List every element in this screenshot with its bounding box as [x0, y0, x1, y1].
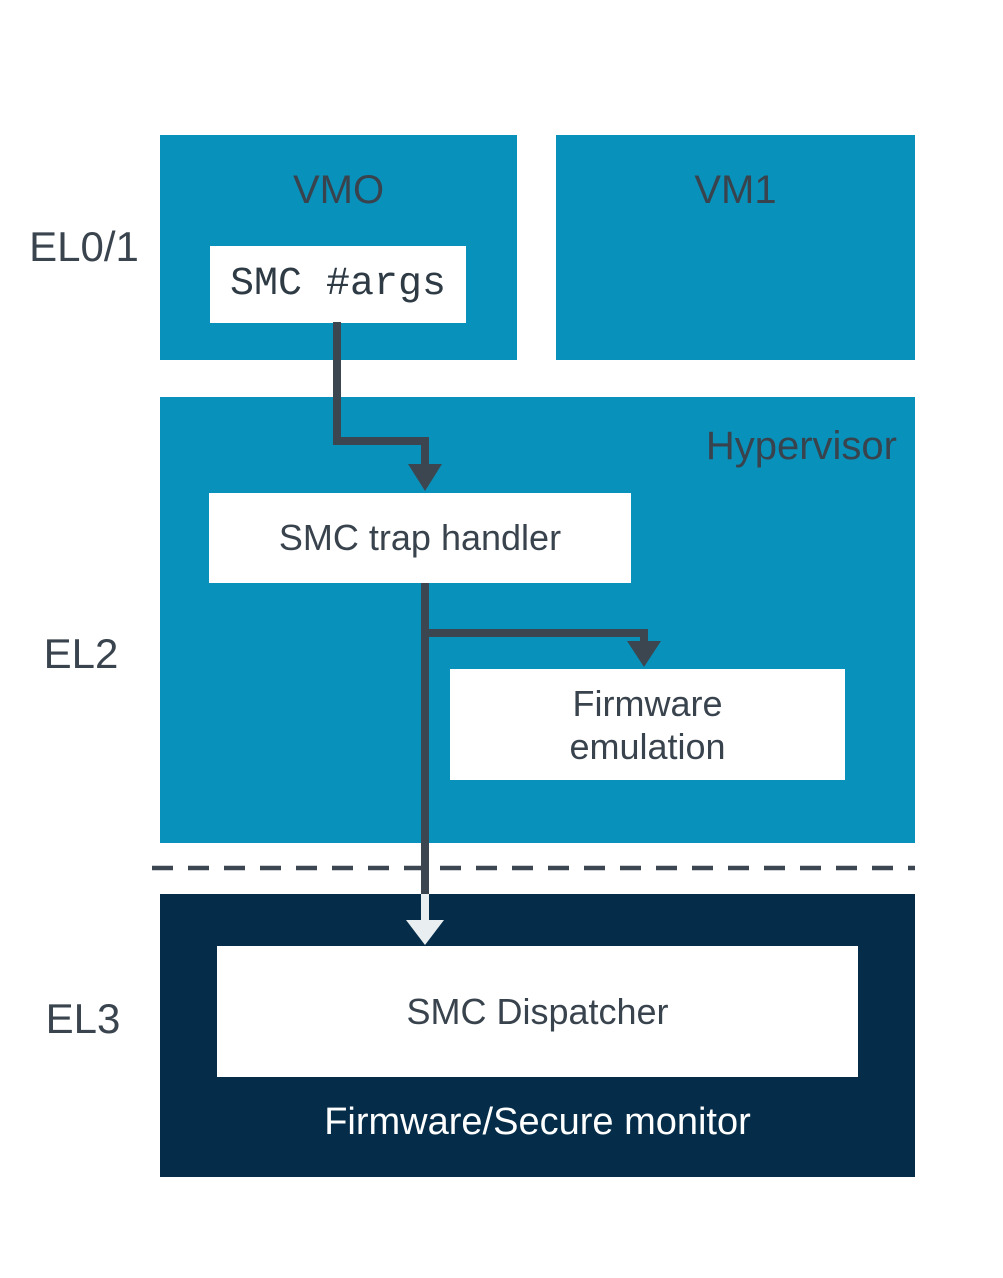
el3-level-label: EL3: [45, 995, 121, 1042]
vm0-title: VMO: [292, 168, 385, 212]
smc-trap-handler-box: SMC trap handler: [209, 493, 631, 583]
smc-args-instruction-box: SMC #args: [210, 246, 466, 323]
vm1-title: VM1: [694, 168, 777, 212]
vm1-box: VM1: [556, 135, 915, 360]
firmware-emulation-label: Firmware emulation: [569, 682, 726, 767]
firmware-emulation-box: Firmware emulation: [450, 669, 845, 780]
smc-dispatcher-box: SMC Dispatcher: [217, 946, 858, 1077]
el2-level-label: EL2: [43, 630, 119, 677]
hypervisor-title: Hypervisor: [705, 424, 897, 468]
el01-level-label: EL0/1: [29, 223, 139, 270]
firmware-secure-monitor-title: Firmware/Secure monitor: [324, 1101, 751, 1143]
